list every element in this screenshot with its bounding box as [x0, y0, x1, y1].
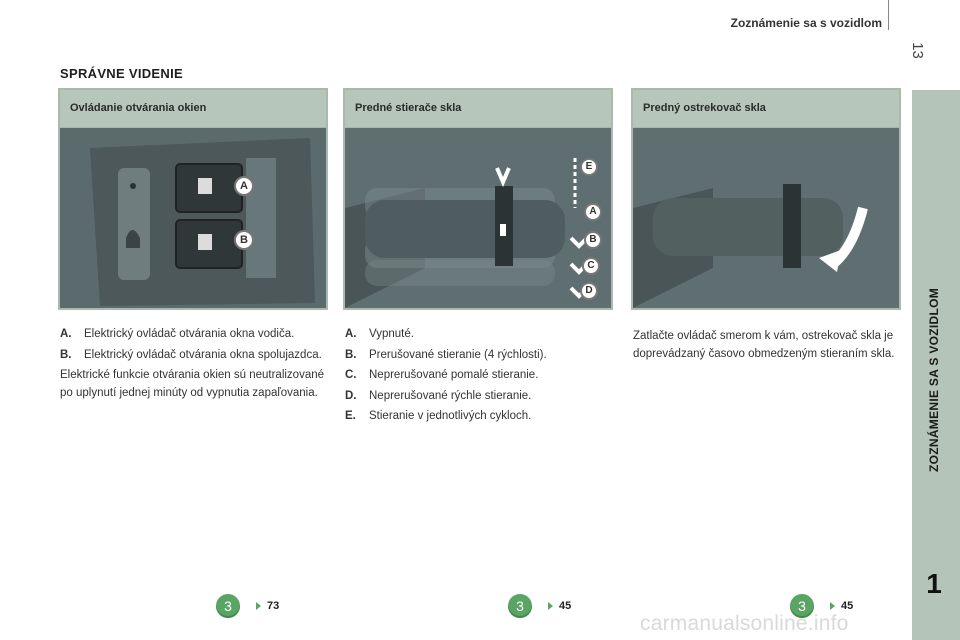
list-item: B. Elektrický ovládač otvárania okna spol… — [60, 347, 328, 365]
panel-window-controls: Ovládanie otvárania okien — [58, 88, 328, 310]
arrow-right-icon — [548, 602, 553, 610]
item-text: Neprerušované rýchle stieranie. — [369, 389, 532, 402]
panel-title: Predný ostrekovač skla — [633, 90, 899, 128]
callout-B: B — [234, 230, 254, 250]
page-number: 13 — [908, 42, 926, 59]
reference-page-number: 73 — [267, 600, 280, 612]
reference-page-number: 45 — [841, 600, 854, 612]
panel-front-wipers: Predné stierače skla — [343, 88, 613, 310]
list-item: A. Vypnuté. — [345, 326, 613, 344]
callout-C: C — [582, 257, 600, 275]
panel-front-washer: Predný ostrekovač skla — [631, 88, 901, 310]
callout-B: B — [584, 231, 602, 249]
item-text: Stieranie v jednotlivých cykloch. — [369, 410, 532, 422]
list-item: C. Neprerušované pomalé stieranie. — [345, 367, 613, 385]
page-reference[interactable]: 3 73 — [216, 594, 279, 618]
chapter-side-tab — [912, 90, 960, 640]
chapter-side-label: ZOZNÁMENIE SA S VOZIDLOM — [919, 210, 949, 550]
callout-A: A — [234, 176, 254, 196]
item-label: D. — [345, 389, 357, 402]
section-title: SPRÁVNE VIDENIE — [60, 66, 183, 81]
washer-stalk-photo — [633, 128, 899, 308]
panel-title: Ovládanie otvárania okien — [60, 90, 326, 128]
item-text: Prerušované stieranie (4 rýchlosti). — [369, 348, 547, 361]
watermark: carmanualsonline.info — [640, 612, 849, 635]
description-paragraph: Zatlačte ovládač smerom k vám, ostrekova… — [633, 330, 895, 360]
wiper-stalk-photo — [345, 128, 611, 308]
arrow-right-icon — [256, 602, 261, 610]
note-paragraph: Elektrické funkcie otvárania okien sú ne… — [60, 369, 325, 399]
list-item: E. Stieranie v jednotlivých cykloch. — [345, 408, 613, 426]
chapter-badge: 3 — [790, 594, 814, 618]
item-label: B. — [345, 348, 357, 361]
header-divider — [888, 0, 889, 30]
running-header: Zoznámenie sa s vozidlom — [730, 16, 882, 30]
chapter-badge: 3 — [216, 594, 240, 618]
panel-title: Predné stierače skla — [345, 90, 611, 128]
column-front-wipers: A. Vypnuté. B. Prerušované stieranie (4 rý… — [345, 326, 613, 429]
list-item: A. Elektrický ovládač otvárania okna vodi… — [60, 326, 328, 344]
item-label: E. — [345, 410, 356, 422]
arrow-right-icon — [830, 602, 835, 610]
item-text: Elektrický ovládač otvárania okna spoluj… — [84, 348, 322, 361]
item-text: Vypnuté. — [369, 328, 414, 340]
item-label: A. — [60, 328, 72, 340]
item-label: B. — [60, 348, 72, 361]
callout-A: A — [584, 203, 602, 221]
chapter-number: 1 — [926, 568, 942, 599]
item-label: A. — [345, 328, 357, 340]
item-text: Elektrický ovládač otvárania okna vodiča… — [84, 328, 295, 340]
list-item: D. Neprerušované rýchle stieranie. — [345, 388, 613, 406]
chapter-badge: 3 — [508, 594, 532, 618]
chapter-side-label-text: ZOZNÁMENIE SA S VOZIDLOM — [927, 287, 941, 473]
reference-page-number: 45 — [559, 600, 572, 612]
list-item: B. Prerušované stieranie (4 rýchlosti). — [345, 347, 613, 365]
page-reference[interactable]: 3 45 — [790, 594, 853, 618]
column-window-controls: A. Elektrický ovládač otvárania okna vodi… — [60, 326, 328, 402]
item-label: C. — [345, 369, 357, 381]
window-switch-photo — [60, 128, 326, 308]
item-text: Neprerušované pomalé stieranie. — [369, 369, 539, 381]
callout-E: E — [580, 158, 598, 176]
column-front-washer: Zatlačte ovládač smerom k vám, ostrekova… — [633, 326, 901, 363]
page-reference[interactable]: 3 45 — [508, 594, 571, 618]
callout-D: D — [580, 282, 598, 300]
